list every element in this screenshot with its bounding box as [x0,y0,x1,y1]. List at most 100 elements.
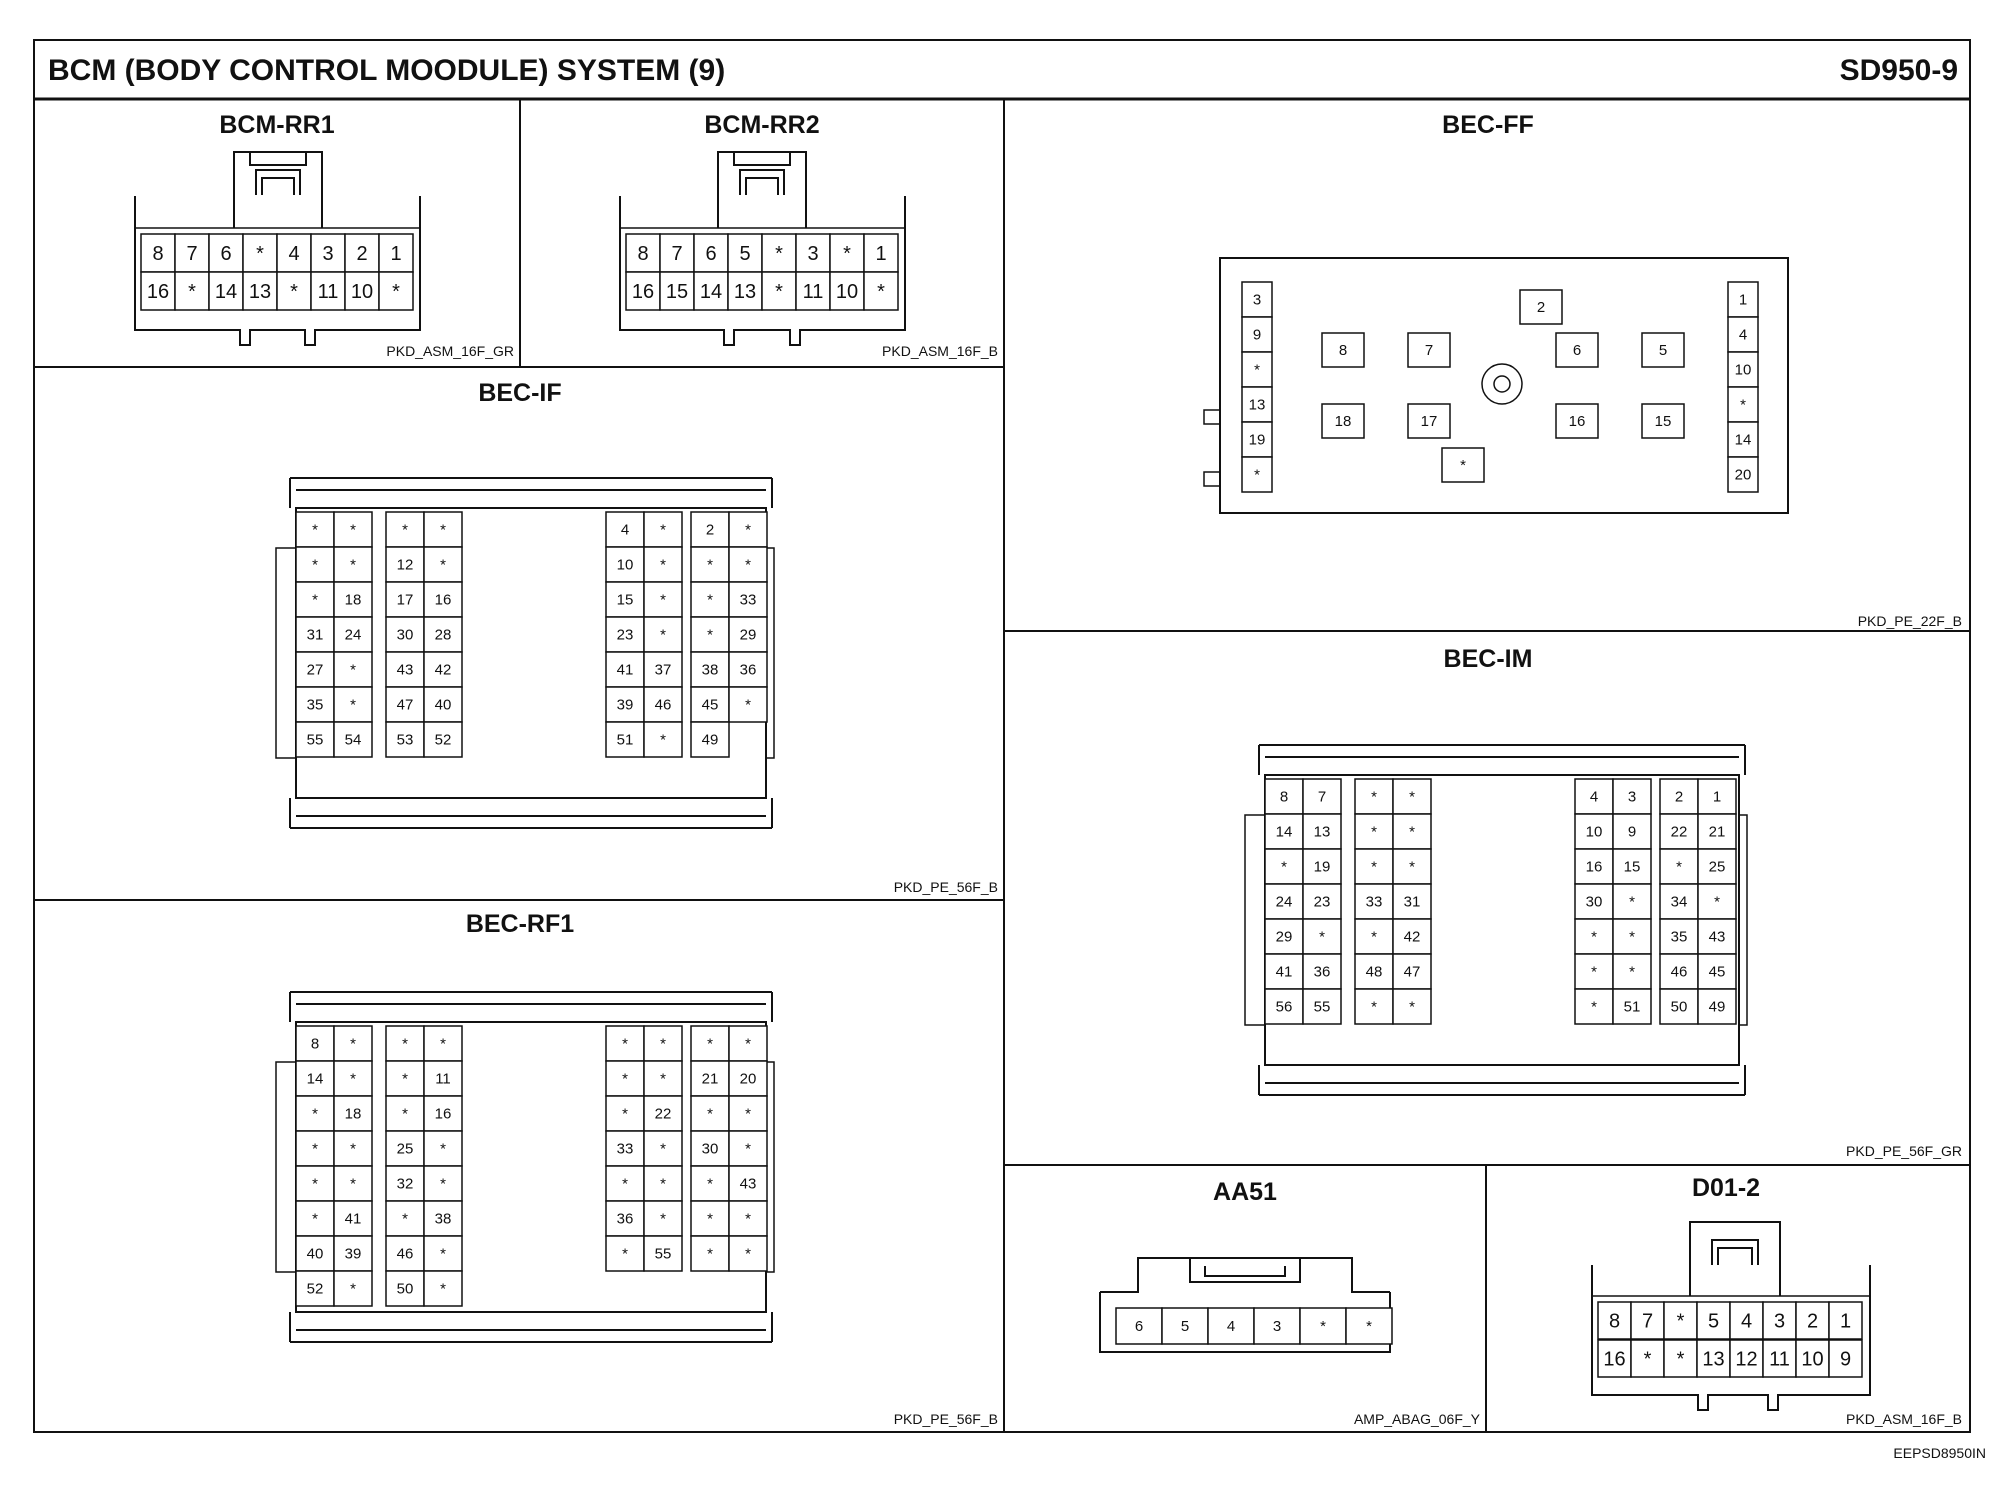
pin-label: * [1460,457,1466,474]
pin-box [1697,848,1737,885]
pin-cell: 11 [795,271,831,311]
pin-cell: * [1241,351,1273,388]
pin-cell: 36 [728,651,768,688]
pin-box [423,1130,463,1167]
pin-label: 46 [1671,964,1688,981]
pin-cell: 53 [385,721,425,758]
pin-cell: 13 [727,271,763,311]
pin-label: 54 [345,732,362,749]
pin-cell: 50 [1659,988,1699,1025]
pin-box [333,581,373,618]
pin-label: 13 [1702,1349,1724,1371]
pin-label: 16 [632,281,654,303]
pin-box [728,651,768,688]
pin-label: 18 [1335,413,1352,430]
pin-cell: * [643,1060,683,1097]
pin-box [1762,1301,1797,1340]
pin-cell: * [423,1235,463,1272]
pin-box [1641,403,1685,439]
pin-label: * [1591,964,1597,981]
pin-label: * [660,732,666,749]
pin-label: * [350,557,356,574]
pin-box [174,233,210,273]
pin-cell: * [333,511,373,548]
pin-label: 33 [617,1141,634,1158]
pin-label: * [622,1246,628,1263]
connector-title: BEC-FF [1442,111,1534,139]
pin-label: * [1677,1349,1685,1371]
pin-label: * [1409,789,1415,806]
pin-cell: * [385,1095,425,1132]
pin-label: * [402,1106,408,1123]
pin-box [1354,883,1394,920]
connector-title: D01-2 [1692,1174,1760,1202]
pin-label: * [312,592,318,609]
pin-cell: 13 [1302,813,1342,850]
pin-cell: 5 [1161,1307,1209,1345]
pin-box [1612,953,1652,990]
pin-box [333,651,373,688]
pin-box [690,546,730,583]
pin-box [1264,778,1304,815]
pin-cell: * [333,1130,373,1167]
pin-cell: * [690,1235,730,1272]
pin-label: * [660,627,666,644]
pin-label: * [707,1211,713,1228]
pin-box [385,651,425,688]
pin-cell: 10 [1727,351,1759,388]
pin-label: * [312,1141,318,1158]
pin-box [643,1130,683,1167]
pin-label: 19 [1314,859,1331,876]
pin-cell: * [1659,848,1699,885]
pin-cell: * [295,1165,335,1202]
pin-cell: 1 [378,233,414,273]
pin-label: 45 [1709,964,1726,981]
pin-label: 8 [152,243,163,265]
connector-tab [1203,409,1220,487]
pin-label: 7 [1642,1311,1653,1333]
pin-label: * [1629,929,1635,946]
pin-box [1321,332,1365,368]
pin-label: 47 [397,697,414,714]
pin-cell: 20 [728,1060,768,1097]
pin-cell: 11 [310,271,346,311]
pin-cell: 18 [333,581,373,618]
pin-label: * [707,1106,713,1123]
pin-label: 55 [655,1246,672,1263]
pin-box [1392,778,1432,815]
pin-cell: 41 [605,651,645,688]
pin-box [295,1025,335,1062]
pin-cell: 38 [690,651,730,688]
part-number: PKD_ASM_16F_B [1846,1411,1962,1427]
pin-label: 16 [435,1106,452,1123]
pin-cell: 15 [605,581,645,618]
page-code: SD950-9 [1840,54,1958,87]
connector-latch [233,151,323,228]
pin-label: * [1629,894,1635,911]
pin-cell: * [1574,953,1614,990]
pin-box [1392,953,1432,990]
pin-cell: * [761,233,797,273]
pin-label: * [707,1036,713,1053]
pin-label: 10 [836,281,858,303]
pin-cell: 14 [295,1060,335,1097]
pin-cell: * [333,546,373,583]
pin-cell: 36 [605,1200,645,1237]
pin-box [423,1270,463,1307]
pin-label: * [745,1036,751,1053]
pin-label: 49 [702,732,719,749]
pin-cell: 13 [1241,386,1273,423]
pin-box [385,1130,425,1167]
pin-cell: 8 [1597,1301,1632,1340]
pin-box [605,616,645,653]
pin-cell: * [378,271,414,311]
pin-label: * [402,1211,408,1228]
pin-cell: 18 [333,1095,373,1132]
pin-cell: * [1612,953,1652,990]
pin-label: * [1677,1311,1685,1333]
pin-cell: * [728,1235,768,1272]
